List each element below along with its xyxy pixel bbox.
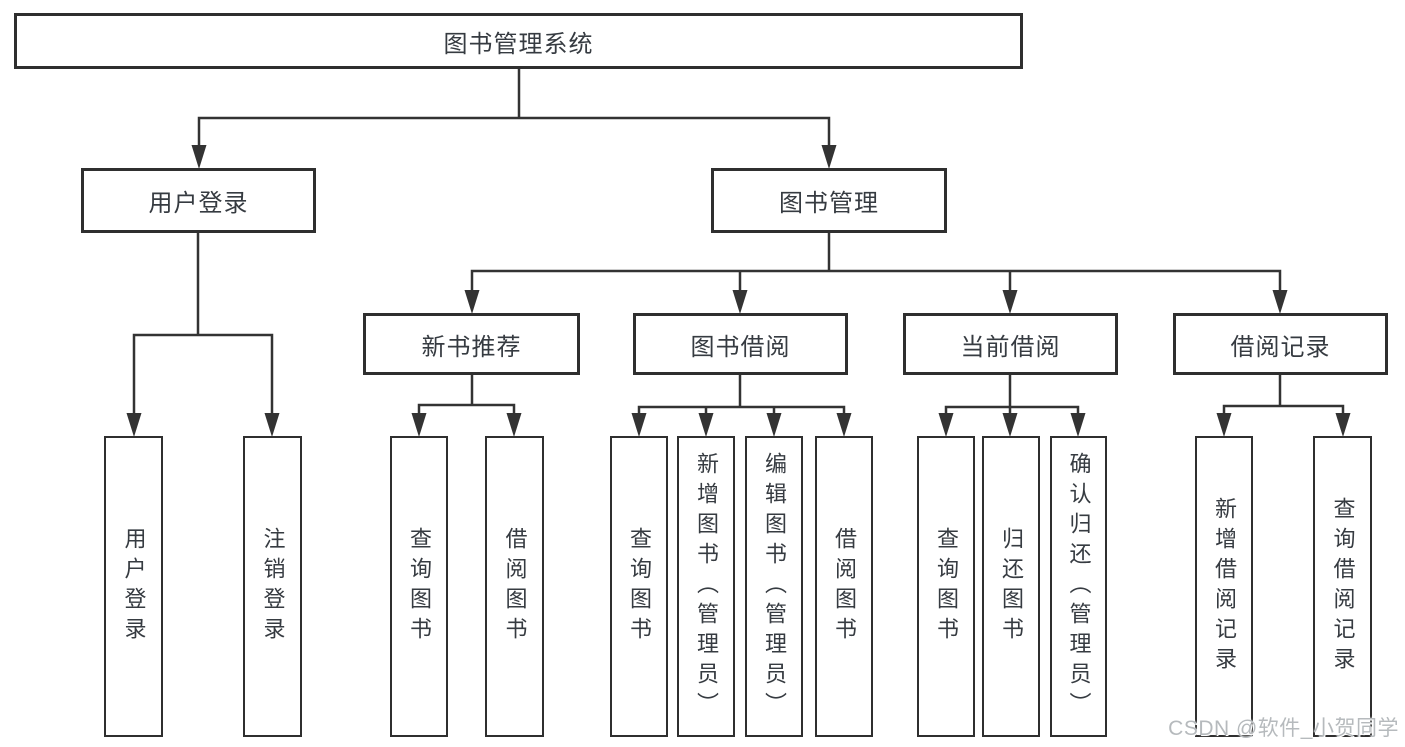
arrowhead bbox=[698, 413, 714, 437]
arrowhead bbox=[1002, 290, 1018, 314]
node-label: 借阅记录 bbox=[1230, 333, 1331, 361]
node-label: 用户登录 bbox=[148, 190, 249, 217]
node-label: 查询图书 bbox=[627, 526, 652, 647]
connector-root-rail bbox=[197, 116, 831, 146]
node-label: 编辑图书（管理员） bbox=[762, 451, 787, 722]
leaf-query-books-current: 查询图书 bbox=[917, 436, 975, 737]
arrowhead bbox=[631, 413, 647, 437]
node-label: 确认归还（管理员） bbox=[1066, 451, 1092, 722]
node-user-login: 用户登录 bbox=[81, 168, 316, 233]
connector-records-rail bbox=[1222, 404, 1345, 414]
connector-userlogin-rail bbox=[132, 333, 274, 414]
node-label: 借阅图书 bbox=[832, 526, 857, 647]
node-label: 图书管理系统 bbox=[443, 30, 594, 58]
arrowhead bbox=[766, 413, 782, 437]
leaf-query-borrow-record: 查询借阅记录 bbox=[1313, 436, 1372, 737]
arrowhead bbox=[506, 413, 522, 437]
node-label: 查询借阅记录 bbox=[1330, 496, 1356, 677]
arrowhead bbox=[836, 413, 852, 437]
connector-borrowing-rail bbox=[637, 405, 846, 414]
node-book-management: 图书管理 bbox=[711, 168, 947, 233]
arrowhead bbox=[732, 290, 748, 314]
node-current-borrowing: 当前借阅 bbox=[903, 313, 1118, 375]
leaf-borrow-books-recommend: 借阅图书 bbox=[485, 436, 544, 737]
node-label: 借阅图书 bbox=[502, 526, 528, 647]
leaf-query-books-recommend: 查询图书 bbox=[390, 436, 448, 737]
arrowhead bbox=[1216, 413, 1232, 437]
leaf-logout: 注销登录 bbox=[243, 436, 302, 737]
node-new-book-recommend: 新书推荐 bbox=[363, 313, 580, 375]
node-book-borrowing: 图书借阅 bbox=[633, 313, 848, 375]
node-label: 图书借阅 bbox=[690, 333, 791, 361]
arrowhead bbox=[1002, 413, 1018, 437]
connector-recommend-rail bbox=[417, 403, 516, 414]
arrowhead bbox=[191, 145, 207, 169]
leaf-query-books-borrowing: 查询图书 bbox=[610, 436, 668, 737]
arrowhead bbox=[938, 413, 954, 437]
arrowhead bbox=[1070, 413, 1086, 437]
arrowhead bbox=[464, 290, 480, 314]
arrowhead bbox=[1272, 290, 1288, 314]
connector-bookmgmt-rail bbox=[470, 269, 1282, 291]
node-label: 新增借阅记录 bbox=[1212, 496, 1237, 677]
arrowhead bbox=[411, 413, 427, 437]
leaf-borrow-books-borrowing: 借阅图书 bbox=[815, 436, 873, 737]
arrowhead bbox=[126, 413, 142, 437]
node-label: 查询图书 bbox=[407, 526, 432, 647]
node-label: 用户登录 bbox=[121, 526, 147, 647]
node-label: 归还图书 bbox=[999, 526, 1024, 647]
leaf-user-login: 用户登录 bbox=[104, 436, 163, 737]
leaf-return-books: 归还图书 bbox=[982, 436, 1040, 737]
csdn-watermark: CSDN @软件_小贺同学 bbox=[1168, 717, 1399, 740]
leaf-edit-books-admin: 编辑图书（管理员） bbox=[745, 436, 803, 737]
leaf-add-books-admin: 新增图书（管理员） bbox=[677, 436, 735, 737]
node-label: 查询图书 bbox=[934, 526, 959, 647]
leaf-add-borrow-record: 新增借阅记录 bbox=[1195, 436, 1253, 737]
node-borrowing-records: 借阅记录 bbox=[1173, 313, 1388, 375]
node-root-system: 图书管理系统 bbox=[14, 13, 1023, 69]
node-label: 新书推荐 bbox=[421, 333, 522, 361]
node-label: 图书管理 bbox=[779, 190, 879, 217]
node-label: 当前借阅 bbox=[960, 333, 1061, 361]
node-label: 注销登录 bbox=[260, 526, 286, 647]
arrowhead bbox=[264, 413, 280, 437]
node-label: 新增图书（管理员） bbox=[694, 451, 719, 722]
arrowhead bbox=[821, 145, 837, 169]
arrowhead bbox=[1335, 413, 1351, 437]
leaf-confirm-return-admin: 确认归还（管理员） bbox=[1050, 436, 1107, 737]
connector-current-rail bbox=[944, 405, 1080, 414]
